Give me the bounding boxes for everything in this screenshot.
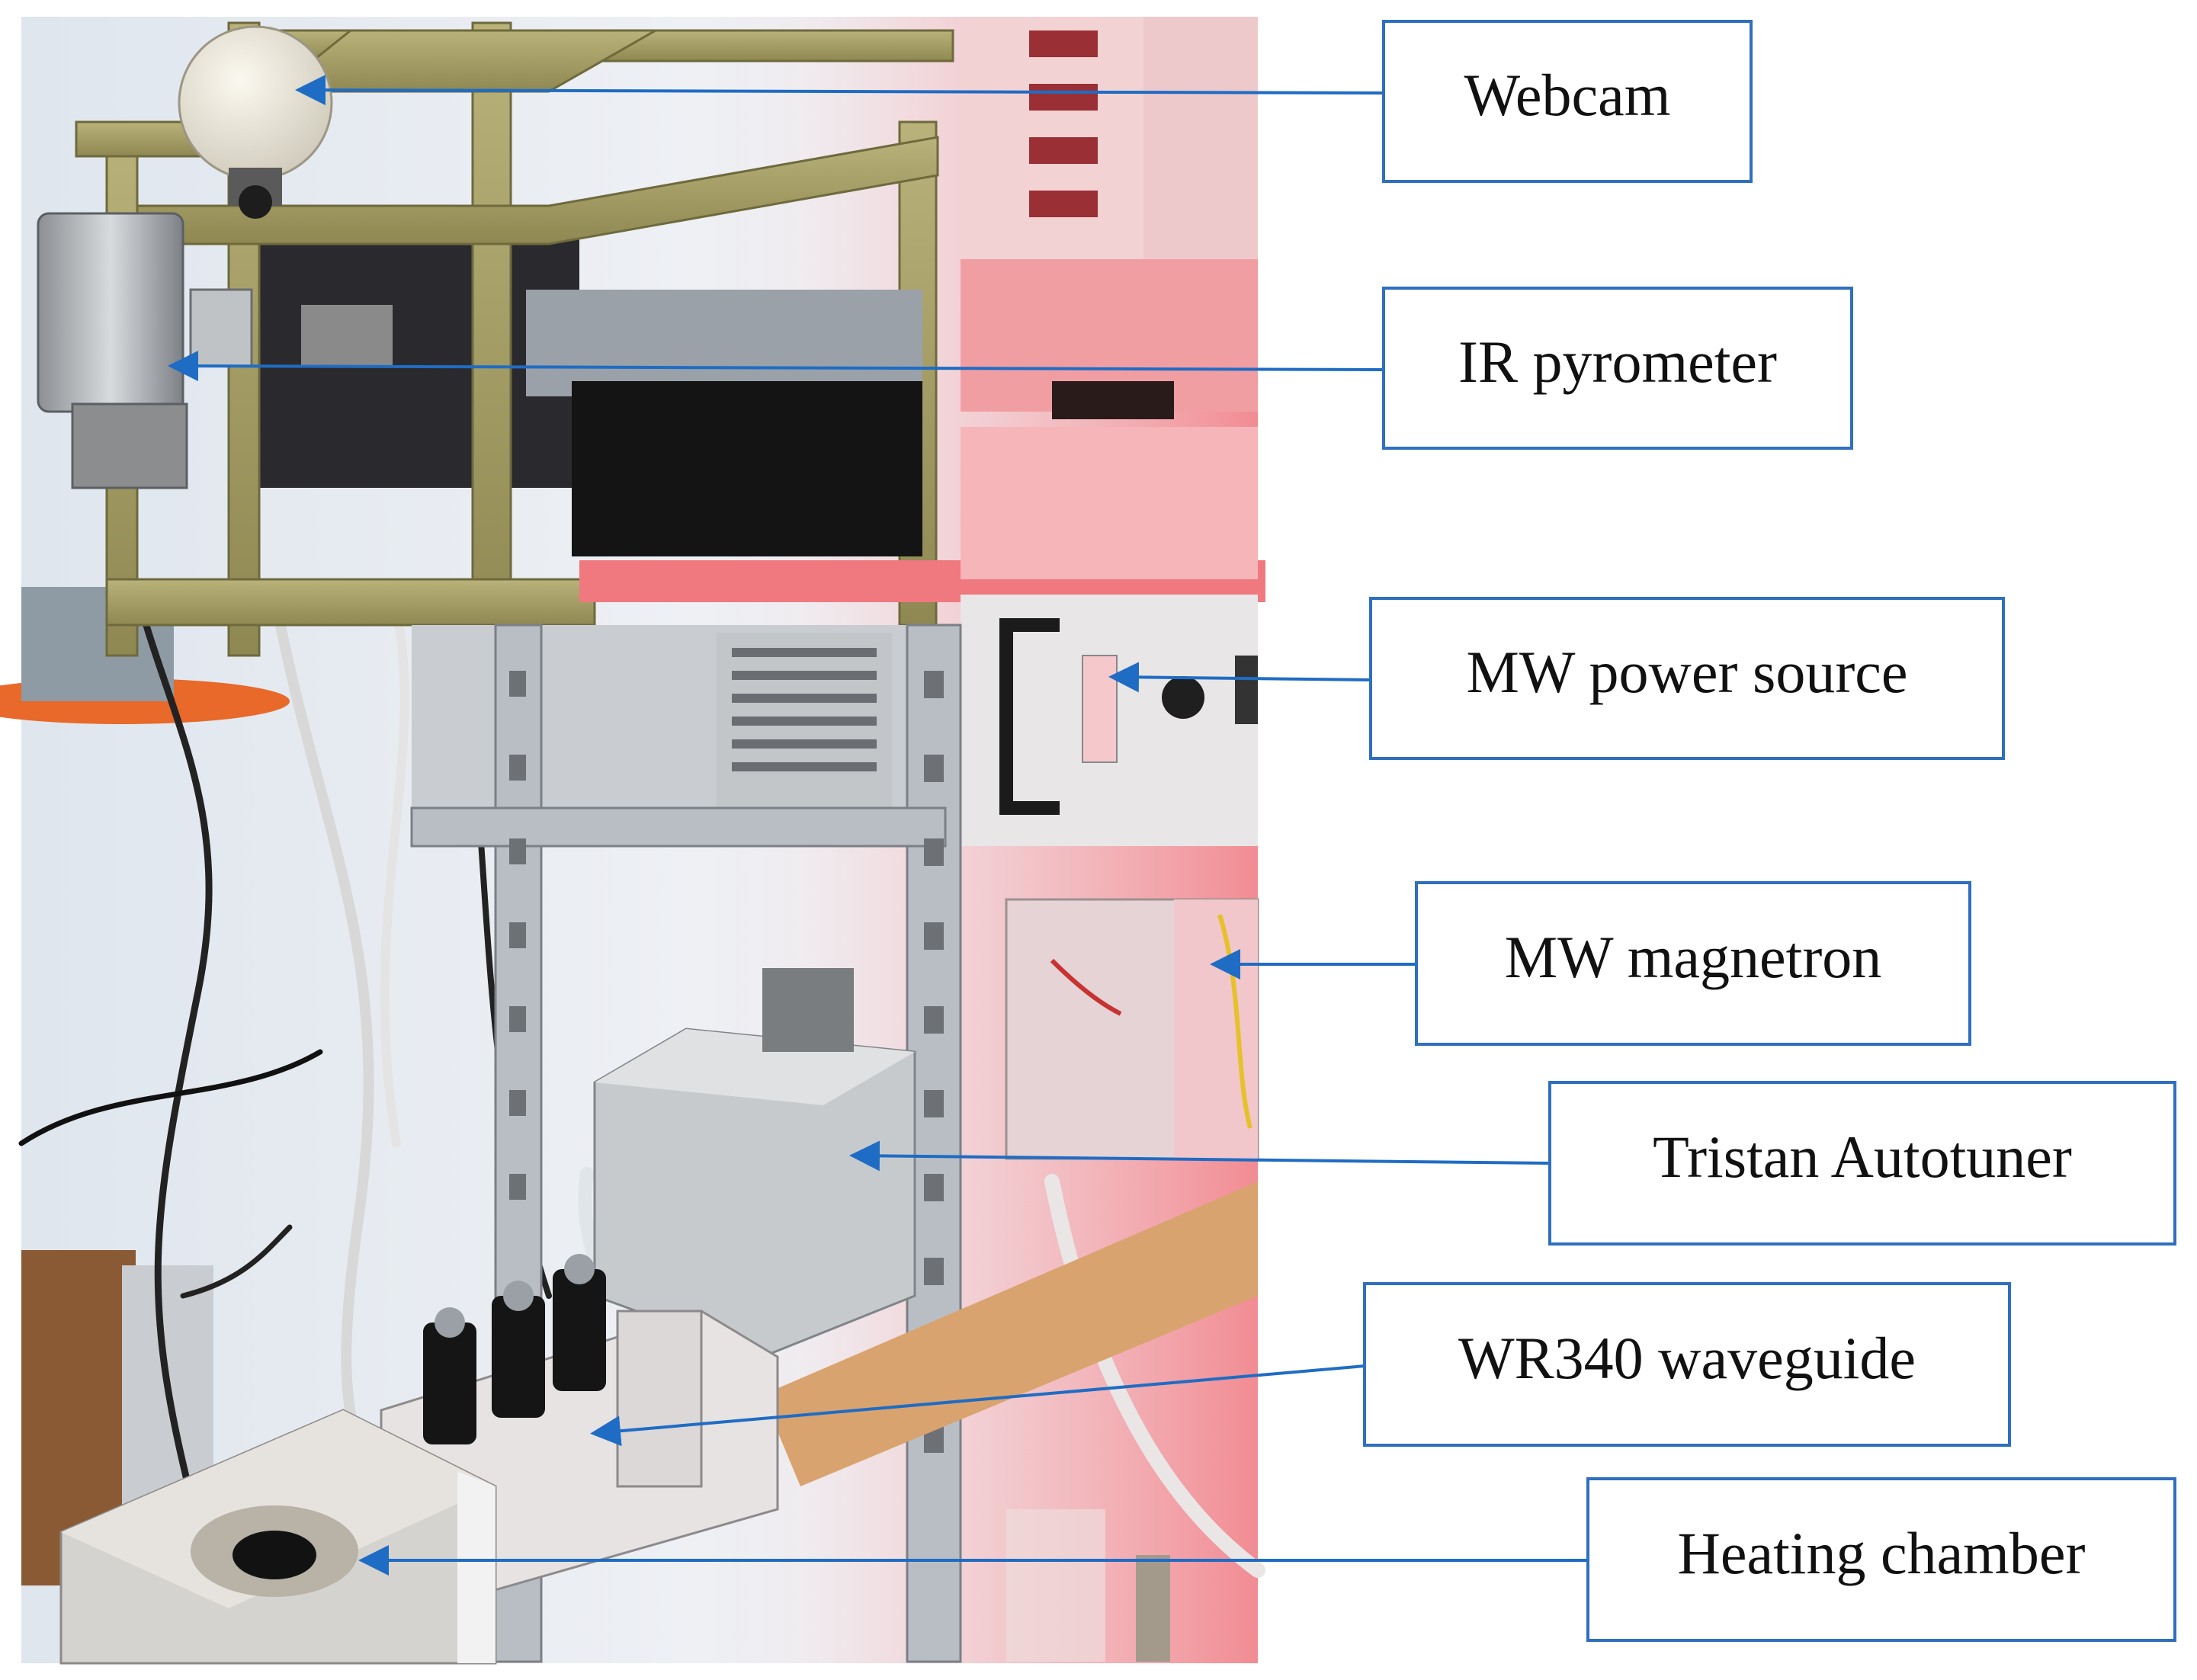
rack-unit-slot — [1052, 381, 1174, 419]
lower-shelf — [762, 1181, 1258, 1486]
frame-grey-panel — [526, 290, 922, 396]
label-mw-magnetron: MW magnetron — [1505, 924, 1882, 990]
poster-highlight — [301, 305, 393, 366]
webcam-device — [178, 25, 333, 219]
label-ir-pyrometer: IR pyrometer — [1458, 329, 1777, 395]
arrow-webcam — [295, 75, 1384, 106]
arrow-ir-pyrometer — [168, 351, 1384, 382]
callout-arrows — [168, 75, 1588, 1576]
callout-webcam: Webcam — [1382, 20, 1753, 183]
heating-chamber-device — [59, 1409, 497, 1665]
sample-tube — [1136, 1555, 1170, 1662]
callout-labels: Webcam IR pyrometer MW power source MW m… — [1363, 20, 2176, 1642]
label-heating-chamber: Heating chamber — [1678, 1520, 2086, 1586]
controller-box-2 — [1143, 17, 1258, 306]
callout-mw-power-source: MW power source — [1369, 597, 2005, 760]
rack-unit-lower — [961, 427, 1258, 579]
mw-magnetron-device — [1005, 898, 1259, 1160]
controller-vents — [1029, 30, 1098, 217]
shelving-uprights — [410, 624, 962, 1663]
tristan-autotuner-device — [593, 968, 916, 1358]
callout-tristan-autotuner: Tristan Autotuner — [1548, 1081, 2176, 1246]
label-wr340-waveguide: WR340 waveguide — [1458, 1325, 1916, 1391]
callout-wr340-waveguide: WR340 waveguide — [1363, 1282, 2011, 1447]
label-webcam: Webcam — [1464, 62, 1671, 128]
callout-mw-magnetron: MW magnetron — [1415, 881, 1971, 1046]
lab-setup-photo — [0, 17, 1265, 1665]
frame-dark-cavity — [572, 381, 922, 556]
upright-holes — [509, 671, 944, 1453]
callout-ir-pyrometer: IR pyrometer — [1382, 287, 1853, 450]
arrow-wr340-waveguide — [590, 1364, 1365, 1447]
callout-heating-chamber: Heating chamber — [1586, 1477, 2176, 1642]
arrow-mw-power-source — [1108, 662, 1371, 693]
label-mw-power-source: MW power source — [1466, 639, 1907, 705]
ir-pyrometer-device — [37, 212, 253, 489]
glass-jar — [1006, 1509, 1105, 1662]
arrow-tristan-autotuner — [849, 1140, 1551, 1172]
label-tristan-autotuner: Tristan Autotuner — [1653, 1124, 2072, 1190]
